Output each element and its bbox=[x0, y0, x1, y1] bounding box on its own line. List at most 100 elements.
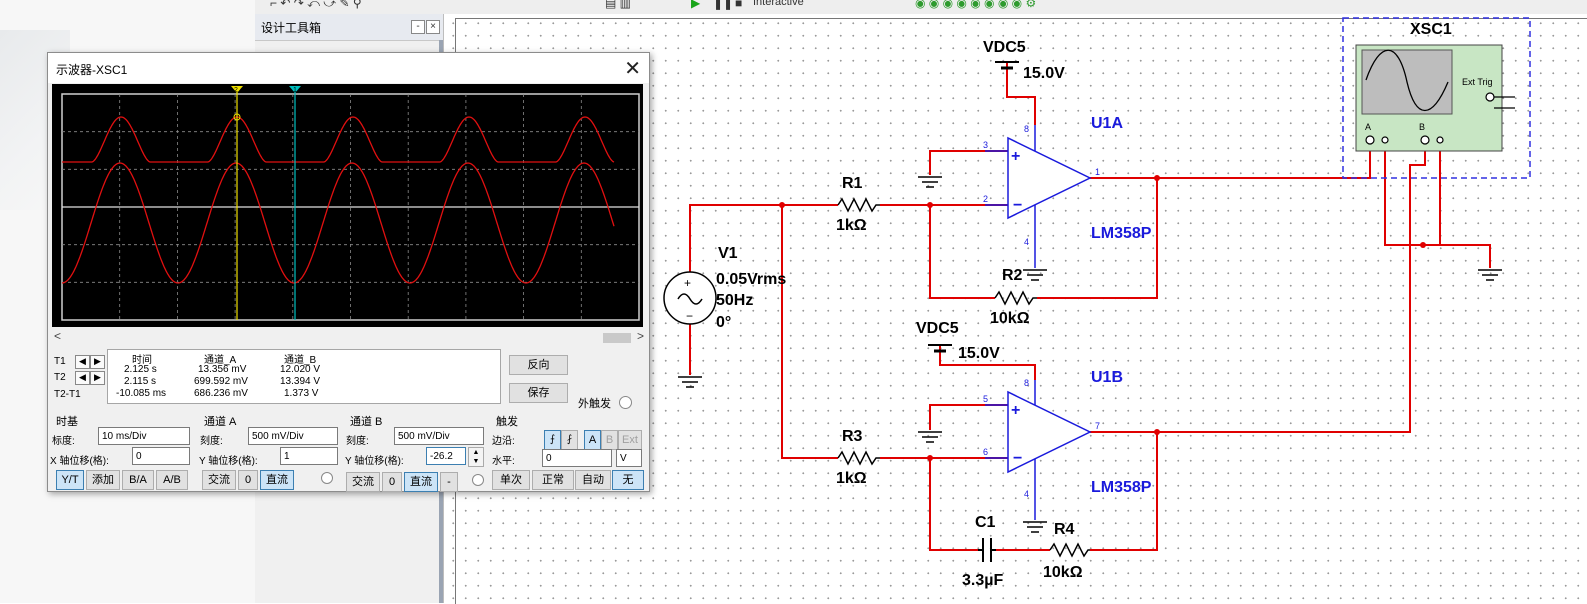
sine-icon bbox=[1365, 49, 1449, 112]
pin-label: 4 bbox=[1024, 489, 1029, 499]
close-icon[interactable]: ✕ bbox=[624, 58, 641, 80]
u1b-part: LM358P bbox=[1091, 479, 1152, 496]
cursor-1-label: 2 bbox=[234, 87, 238, 94]
ext-trigger-terminal-icon[interactable] bbox=[619, 396, 632, 409]
cursor-readout-table: 时间 通道_A 通道_B 2.125 s 13.356 mV 12.020 V … bbox=[107, 349, 501, 404]
scroll-thumb[interactable] bbox=[603, 333, 631, 343]
u1b-symbol[interactable] bbox=[1007, 390, 1092, 474]
ext-trig-label: Ext Trig bbox=[1462, 77, 1493, 87]
tool-icon[interactable]: ⌐ ↶ ↷ ⤺ ⤻ ✎ ⚲ bbox=[270, 0, 362, 10]
window-titlebar[interactable]: 示波器-XSC1 ✕ bbox=[48, 53, 649, 83]
trigger-source-a-button[interactable]: A bbox=[584, 430, 601, 450]
t2-t1-label: T2-T1 bbox=[54, 389, 81, 400]
scope-display[interactable]: 2 1 bbox=[52, 84, 643, 327]
trigger-source-b-button[interactable]: B bbox=[601, 430, 618, 450]
r4-value: 10kΩ bbox=[1043, 564, 1083, 581]
channel-a-zero-button[interactable]: 0 bbox=[238, 470, 258, 490]
v1-name: V1 bbox=[718, 245, 738, 262]
channel-a-terminal-icon bbox=[321, 472, 333, 484]
vdc-bottom-value: 15.0V bbox=[958, 345, 1000, 362]
pin-label: 6 bbox=[983, 447, 988, 457]
trigger-source-ext-button[interactable]: Ext bbox=[618, 430, 642, 450]
t1-left-arrow-icon[interactable]: ◀ bbox=[75, 355, 90, 369]
trigger-rising-edge-icon[interactable]: ⨍ bbox=[544, 430, 561, 450]
pin-label: 1 bbox=[1095, 167, 1100, 177]
channel-b-title: 通道 B bbox=[350, 416, 383, 428]
trigger-level-unit[interactable]: V bbox=[616, 449, 642, 467]
channel-a-ac-button[interactable]: 交流 bbox=[202, 470, 236, 490]
channel-b-scale-label: 刻度: bbox=[346, 436, 369, 447]
t2-right-arrow-icon[interactable]: ▶ bbox=[90, 371, 105, 385]
c1-value: 3.3µF bbox=[962, 572, 1003, 589]
r2-name: R2 bbox=[1002, 267, 1023, 284]
t1-right-arrow-icon[interactable]: ▶ bbox=[90, 355, 105, 369]
readout-cell: 12.020 V bbox=[280, 364, 321, 375]
pin-label: 5 bbox=[983, 394, 988, 404]
vdc-bottom-name: VDC5 bbox=[916, 320, 959, 337]
run-icon[interactable]: ▶ bbox=[691, 0, 701, 10]
svg-text:+: + bbox=[1011, 148, 1020, 165]
channel-b-ac-button[interactable]: 交流 bbox=[346, 472, 380, 492]
scope-b-label: B bbox=[1419, 122, 1425, 132]
trigger-normal-button[interactable]: 正常 bbox=[532, 470, 574, 490]
channel-a-ypos-field[interactable]: 1 bbox=[280, 447, 338, 465]
vdc-top-name: VDC5 bbox=[983, 39, 1026, 56]
channel-b-zero-button[interactable]: 0 bbox=[382, 472, 402, 492]
scroll-left-icon[interactable]: < bbox=[54, 329, 62, 343]
cursor-2-handle[interactable] bbox=[289, 86, 301, 93]
timebase-scale-field[interactable]: 10 ms/Div bbox=[98, 427, 190, 445]
pin-label: 7 bbox=[1095, 421, 1100, 431]
trigger-falling-edge-icon[interactable]: ⨏ bbox=[561, 430, 578, 450]
u1a-symbol[interactable] bbox=[1007, 136, 1092, 220]
timebase-scale-label: 标度: bbox=[52, 436, 75, 447]
trigger-level-field[interactable]: 0 bbox=[542, 449, 612, 467]
ext-trig-leads bbox=[1494, 96, 1515, 109]
pin-label: 3 bbox=[983, 140, 988, 150]
tool-icon[interactable]: ▤ ▥ bbox=[605, 0, 632, 10]
r1-name: R1 bbox=[842, 175, 863, 192]
trigger-none-button[interactable]: 无 bbox=[612, 470, 644, 490]
interactive-label[interactable]: Interactive bbox=[753, 0, 804, 8]
channel-a-scale-label: 刻度: bbox=[200, 436, 223, 447]
mode-ba-button[interactable]: B/A bbox=[122, 470, 154, 490]
mode-yt-button[interactable]: Y/T bbox=[56, 470, 84, 490]
reverse-button[interactable]: 反向 bbox=[509, 355, 568, 375]
minimize-button[interactable]: - bbox=[411, 20, 425, 34]
channel-b-ypos-label: Y 轴位移(格): bbox=[345, 456, 404, 467]
readout-cell: 686.236 mV bbox=[194, 388, 248, 399]
channel-b-dc-button[interactable]: 直流 bbox=[404, 472, 438, 492]
t1-label: T1 bbox=[54, 356, 66, 367]
mode-add-button[interactable]: 添加 bbox=[86, 470, 120, 490]
channel-a-title: 通道 A bbox=[204, 416, 237, 428]
stop-icon[interactable]: ■ bbox=[735, 0, 743, 10]
channel-b-ypos-field[interactable]: -26.2 bbox=[426, 447, 466, 465]
t2-label: T2 bbox=[54, 372, 66, 383]
channel-b-scale-field[interactable]: 500 mV/Div bbox=[394, 427, 484, 445]
scope-scrollbar[interactable]: < > bbox=[52, 329, 645, 345]
xsc1-terminals bbox=[1365, 92, 1495, 145]
r3-name: R3 bbox=[842, 428, 863, 445]
pin-label: 8 bbox=[1024, 378, 1029, 388]
trigger-auto-button[interactable]: 自动 bbox=[575, 470, 611, 490]
readout-header-b: 通道_B bbox=[284, 355, 317, 366]
probe-icons[interactable]: ◉ ◉ ◉ ◉ ◉ ◉ ◉ ◉ ⚙ bbox=[915, 0, 1037, 10]
ac-source-icon[interactable]: + − bbox=[663, 271, 717, 325]
channel-b-invert-button[interactable]: - bbox=[440, 472, 458, 492]
scroll-right-icon[interactable]: > bbox=[637, 329, 645, 343]
close-icon[interactable]: × bbox=[426, 20, 440, 34]
save-button[interactable]: 保存 bbox=[509, 383, 568, 403]
svg-text:−: − bbox=[686, 309, 693, 323]
channel-a-scale-field[interactable]: 500 mV/Div bbox=[248, 427, 338, 445]
cursor-1-handle[interactable] bbox=[231, 86, 243, 93]
resistor-icons bbox=[837, 197, 1090, 558]
readout-header-a: 通道_A bbox=[204, 355, 237, 366]
channel-b-trace bbox=[61, 162, 615, 284]
channel-b-ypos-spinner-icon[interactable]: ▲▼ bbox=[468, 447, 484, 467]
mode-ab-button[interactable]: A/B bbox=[156, 470, 188, 490]
t2-left-arrow-icon[interactable]: ◀ bbox=[75, 371, 90, 385]
channel-a-dc-button[interactable]: 直流 bbox=[260, 470, 294, 490]
trigger-single-button[interactable]: 单次 bbox=[492, 470, 530, 490]
timebase-xpos-field[interactable]: 0 bbox=[132, 447, 190, 465]
pause-icon[interactable]: ❚❚ bbox=[713, 0, 734, 10]
